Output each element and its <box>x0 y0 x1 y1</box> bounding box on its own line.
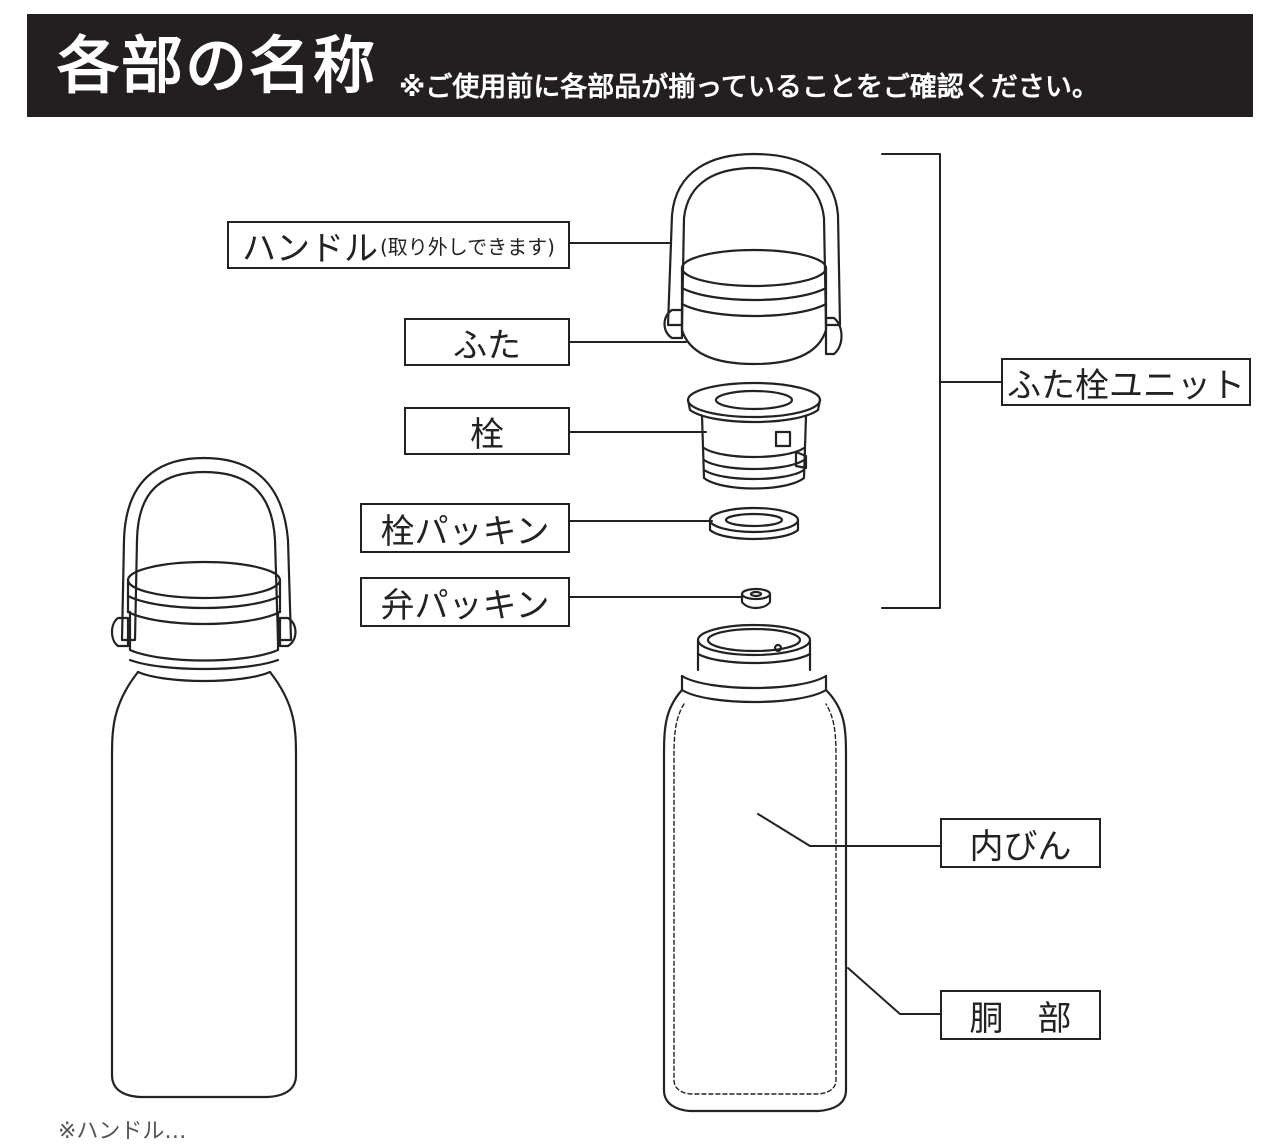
label-lid-text: ふた <box>453 325 521 366</box>
exploded-bottle-body <box>662 623 848 1113</box>
label-stopper: 栓 <box>404 407 570 455</box>
label-handle-text: ハンドル <box>241 228 378 269</box>
label-valve-packing-text: 弁パッキン <box>380 585 550 626</box>
label-lid: ふた <box>404 318 570 366</box>
label-stopper-packing-text: 栓パッキン <box>380 511 550 552</box>
label-handle-note: (取り外しできます) <box>379 234 555 259</box>
label-stopper-packing: 栓パッキン <box>360 503 570 553</box>
label-body-text: 胴 部 <box>969 998 1072 1039</box>
label-stopper-text: 栓 <box>470 414 504 455</box>
label-body: 胴 部 <box>940 990 1101 1040</box>
label-lid-stopper-unit: ふた栓ユニット <box>1001 358 1251 406</box>
assembled-handle <box>120 456 293 642</box>
assembled-bottle <box>110 456 298 1099</box>
label-inner-bottle: 内びん <box>940 818 1101 868</box>
label-lid-stopper-unit-text: ふた栓ユニット <box>1007 365 1245 406</box>
leader-lines <box>569 153 1003 1015</box>
label-inner-bottle-text: 内びん <box>969 826 1072 867</box>
label-valve-packing: 弁パッキン <box>360 577 570 627</box>
exploded-stopper-packing <box>708 506 800 541</box>
header-banner: 各部の名称 ※ご使用前に各部品が揃っていることをご確認ください。 <box>27 14 1253 117</box>
exploded-handle-lid <box>663 152 843 366</box>
page-title: 各部の名称 <box>57 29 378 102</box>
page-subtitle: ※ご使用前に各部品が揃っていることをご確認ください。 <box>399 72 1099 103</box>
footer-cut-text: ※ハンドル… <box>58 1119 187 1144</box>
label-handle: ハンドル (取り外しできます) <box>227 221 570 269</box>
exploded-valve-packing <box>740 587 772 610</box>
exploded-stopper <box>686 381 822 490</box>
